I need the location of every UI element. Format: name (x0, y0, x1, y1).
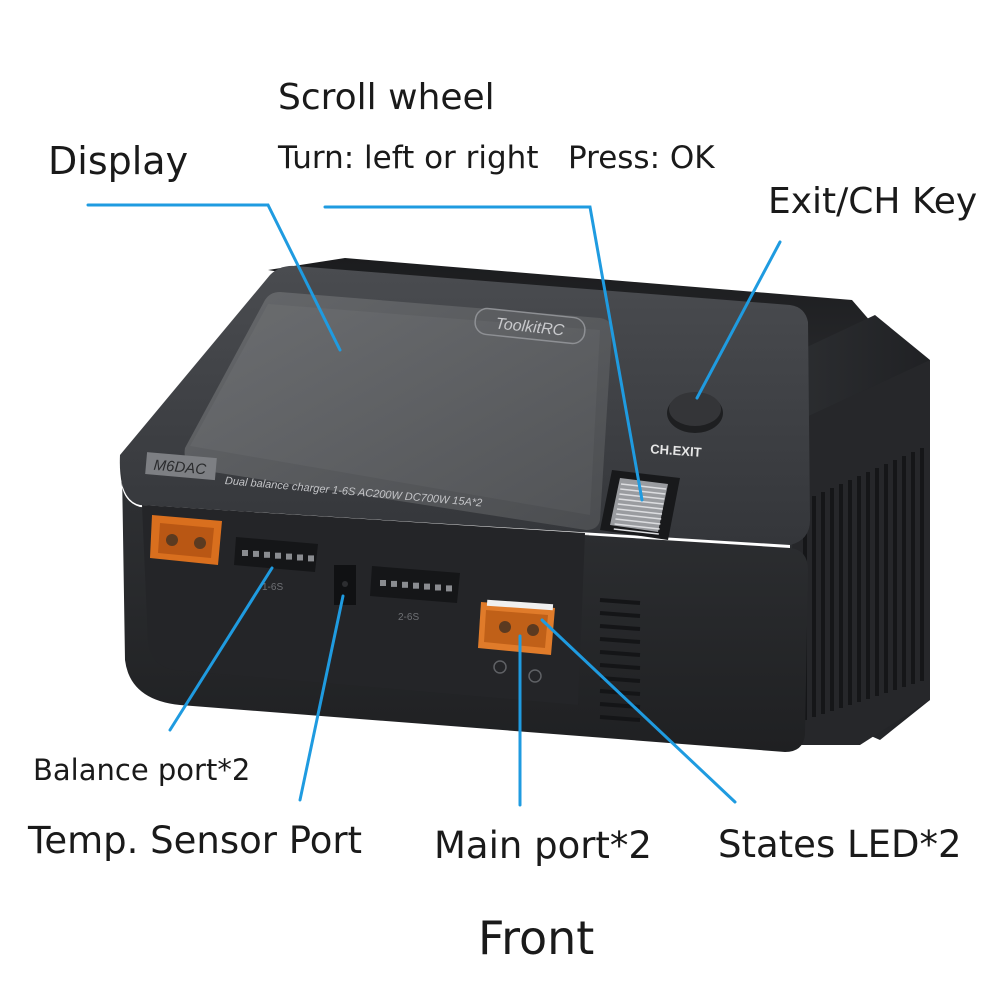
balance-pin (275, 552, 281, 559)
states-led-label: States LED*2 (718, 823, 962, 866)
temp-sensor-label: Temp. Sensor Port (28, 819, 363, 862)
view-label: Front (478, 911, 595, 965)
balance-pin (242, 550, 248, 556)
wheel-rib (617, 503, 663, 510)
exit-key-text: CH.EXIT (650, 441, 702, 460)
balance-port-label: Balance port*2 (33, 753, 251, 787)
main-port-label: Main port*2 (434, 824, 652, 867)
callout-balance-port (168, 566, 274, 732)
balance-pin (446, 585, 452, 592)
wheel-rib (614, 523, 660, 530)
wheel-rib (616, 508, 663, 515)
balance-pin (253, 550, 259, 557)
display-label: Display (48, 139, 189, 183)
front-vent-slot (599, 715, 641, 722)
turn-label: Turn: left or right (278, 140, 539, 176)
wheel-rib (620, 488, 666, 495)
front-vent-slot (599, 611, 641, 618)
front-vent-slot (599, 637, 641, 644)
exit-key: CH.EXIT (650, 392, 723, 460)
balance-pin (402, 581, 408, 588)
front-vent-slot (599, 663, 641, 670)
front-vent-slot (599, 650, 641, 657)
wheel-rib (615, 518, 661, 525)
callout-lines (86, 203, 782, 807)
balance-pin (286, 553, 292, 560)
balance-pin (424, 583, 430, 590)
callout-states-led (540, 618, 737, 804)
balance-port-right-text: 2-6S (398, 612, 419, 623)
temp-sensor-port (334, 565, 356, 605)
balance-port-left-text: 1-6S (262, 582, 283, 593)
balance-pin (435, 584, 441, 591)
main-port-left (150, 515, 222, 565)
front-vent-slot (599, 598, 641, 605)
wheel-rib (616, 513, 662, 520)
balance-port-left: 1-6S (234, 537, 318, 593)
front-vent-slot (599, 624, 641, 631)
scroll-wheel-label: Scroll wheel (278, 77, 495, 118)
side-vents (780, 360, 930, 745)
exit-key-label: Exit/CH Key (768, 181, 978, 222)
callout-exit-key (695, 240, 782, 400)
balance-pin (413, 582, 419, 589)
wheel-rib (618, 498, 664, 505)
display-screen (184, 292, 613, 530)
press-label: Press: OK (568, 140, 715, 176)
balance-port-right: 2-6S (370, 566, 460, 623)
front-vent-slot (599, 676, 641, 683)
balance-pin (297, 554, 303, 561)
balance-pin (380, 580, 386, 586)
model-badge-text: M6DAC (153, 457, 207, 479)
balance-pin (264, 551, 270, 558)
wheel-rib (620, 483, 667, 490)
callout-scroll-wheel (323, 205, 644, 502)
wheel-rib (613, 528, 659, 535)
main-port-right (478, 599, 555, 683)
callout-temp-sensor (298, 594, 345, 802)
balance-pin (308, 555, 314, 562)
balance-pin (391, 580, 397, 587)
callout-display (86, 203, 342, 352)
